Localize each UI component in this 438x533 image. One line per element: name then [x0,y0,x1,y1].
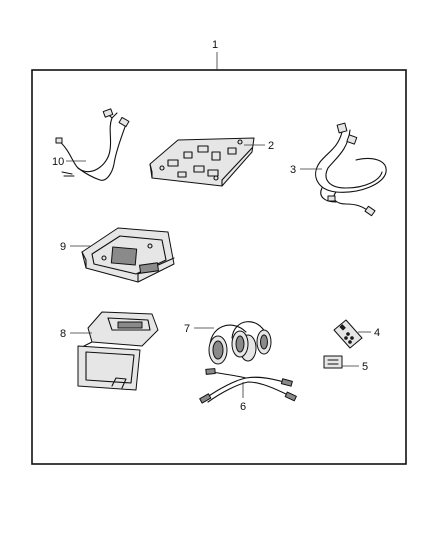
callout-6: 6 [240,382,246,413]
callout-1-label: 1 [212,39,218,51]
callout-5: 5 [342,361,368,373]
callout-9: 9 [60,241,90,253]
callout-7: 7 [184,323,214,335]
callout-4: 4 [358,327,380,339]
callout-1: 1 [212,39,218,70]
callout-2: 2 [244,140,274,152]
callout-8-label: 8 [60,328,66,340]
callout-9-label: 9 [60,241,66,253]
callout-3: 3 [290,164,322,176]
part-7-headphones [208,321,272,365]
part-2-mounting-bracket [149,137,255,187]
callout-10: 10 [52,156,86,168]
part-8-video-screen [77,311,159,391]
part-10-wiring-harness [55,108,130,181]
callout-5-label: 5 [362,361,368,373]
callout-2-label: 2 [268,140,274,152]
callout-3-label: 3 [290,164,296,176]
callout-4-label: 4 [374,327,380,339]
callout-10-label: 10 [52,156,64,168]
part-4-remote-control [333,319,363,349]
callout-7-label: 7 [184,323,190,335]
callout-6-label: 6 [240,401,246,413]
part-3-cable-harness [315,122,387,217]
kit-frame [31,69,407,465]
part-5-battery-module [323,355,343,369]
callout-8: 8 [60,328,92,340]
part-6-audio-cable [199,368,297,404]
part-9-overhead-housing [81,227,175,283]
